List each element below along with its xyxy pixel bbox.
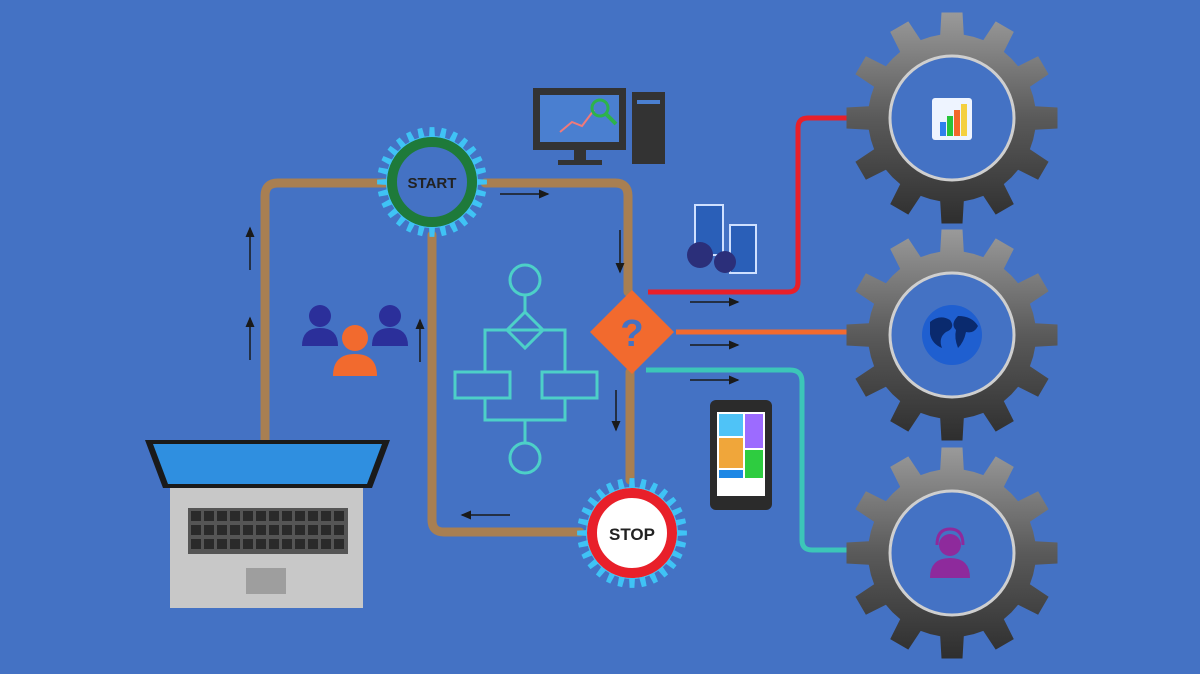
keyboard-key — [243, 525, 253, 535]
keyboard-key — [308, 525, 318, 535]
stop-label: STOP — [609, 525, 655, 544]
start-label: START — [408, 175, 457, 192]
keyboard-key — [308, 539, 318, 549]
keyboard-key — [295, 525, 305, 535]
teal-connector — [646, 367, 850, 553]
keyboard-key — [334, 511, 344, 521]
support-agent-icon — [930, 527, 970, 578]
bar-chart-icon — [932, 98, 972, 140]
server-icon — [687, 204, 757, 274]
decision-node: ? — [590, 290, 674, 374]
globe-icon — [922, 305, 982, 365]
team-icon — [302, 305, 408, 376]
flowchart-icon — [453, 263, 599, 475]
keyboard-key — [191, 539, 201, 549]
keyboard-key — [204, 511, 214, 521]
keyboard-key — [217, 525, 227, 535]
desktop-computer-icon — [533, 88, 665, 165]
keyboard-key — [243, 511, 253, 521]
keyboard-key — [269, 525, 279, 535]
keyboard-key — [308, 511, 318, 521]
keyboard-key — [256, 539, 266, 549]
keyboard-key — [321, 539, 331, 549]
red-connector — [648, 115, 850, 295]
keyboard-key — [204, 539, 214, 549]
keyboard-key — [321, 525, 331, 535]
global-gear[interactable] — [846, 229, 1058, 441]
laptop-icon — [145, 440, 390, 608]
stop-gear[interactable]: STOP — [577, 478, 687, 588]
keyboard-key — [321, 511, 331, 521]
process-path — [260, 178, 635, 537]
keyboard-key — [269, 511, 279, 521]
keyboard-key — [230, 511, 240, 521]
keyboard-key — [295, 511, 305, 521]
start-gear[interactable]: START — [377, 127, 487, 237]
keyboard-key — [256, 525, 266, 535]
keyboard-key — [217, 511, 227, 521]
keyboard-key — [282, 525, 292, 535]
keyboard-key — [191, 511, 201, 521]
keyboard-key — [243, 539, 253, 549]
support-gear[interactable] — [846, 447, 1058, 659]
keyboard-key — [204, 525, 214, 535]
keyboard-key — [230, 525, 240, 535]
keyboard-key — [295, 539, 305, 549]
keyboard-key — [282, 539, 292, 549]
keyboard-key — [256, 511, 266, 521]
keyboard-key — [230, 539, 240, 549]
keyboard-key — [282, 511, 292, 521]
smartphone-icon — [710, 400, 772, 510]
decision-label: ? — [620, 313, 643, 355]
flow-arrows — [245, 189, 740, 520]
keyboard-key — [269, 539, 279, 549]
reports-gear[interactable] — [846, 12, 1058, 224]
keyboard-key — [217, 539, 227, 549]
keyboard-key — [191, 525, 201, 535]
keyboard-key — [334, 525, 344, 535]
keyboard-key — [334, 539, 344, 549]
